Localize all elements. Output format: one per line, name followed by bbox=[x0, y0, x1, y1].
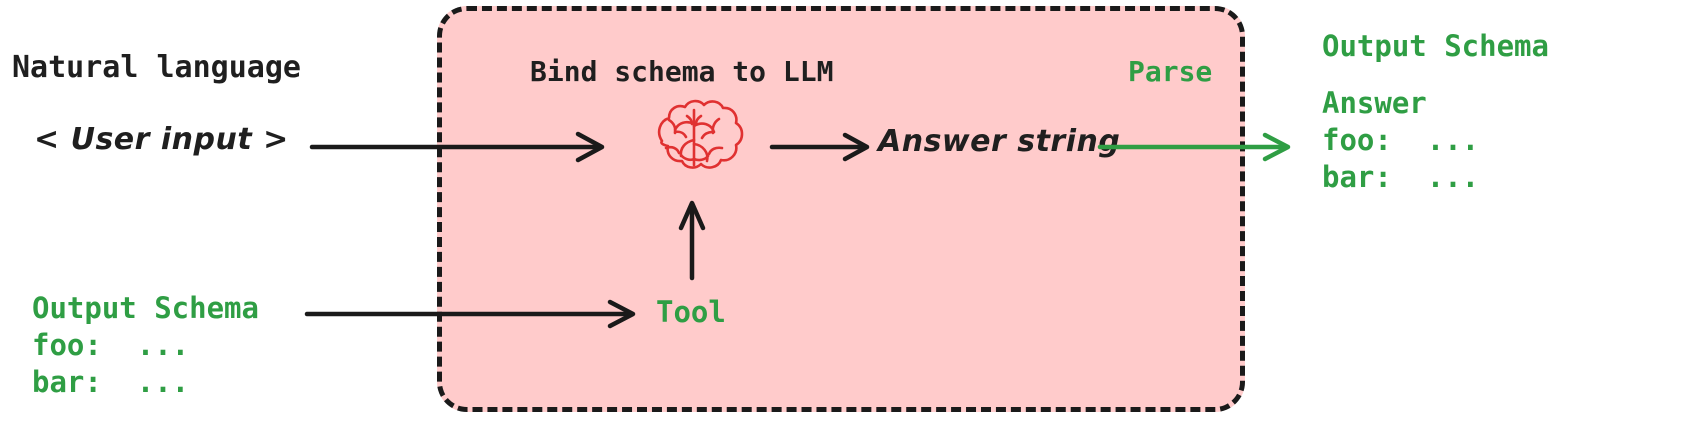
output-answer-block: Answer foo: ... bar: ... bbox=[1322, 86, 1480, 194]
answer-string-text: Answer string bbox=[878, 124, 1121, 159]
panel-title-bind-schema-to-llm: Bind schema to LLM bbox=[530, 55, 834, 88]
parse-label: Parse bbox=[1128, 55, 1213, 88]
llm-panel bbox=[437, 6, 1245, 412]
tool-label: Tool bbox=[656, 295, 726, 329]
user-input-text: < User input > bbox=[34, 122, 289, 157]
output-schema-label: Output Schema bbox=[1322, 29, 1549, 63]
natural-language-label: Natural language bbox=[12, 50, 301, 85]
input-output-schema-block: Output Schema foo: ... bar: ... bbox=[32, 291, 259, 399]
